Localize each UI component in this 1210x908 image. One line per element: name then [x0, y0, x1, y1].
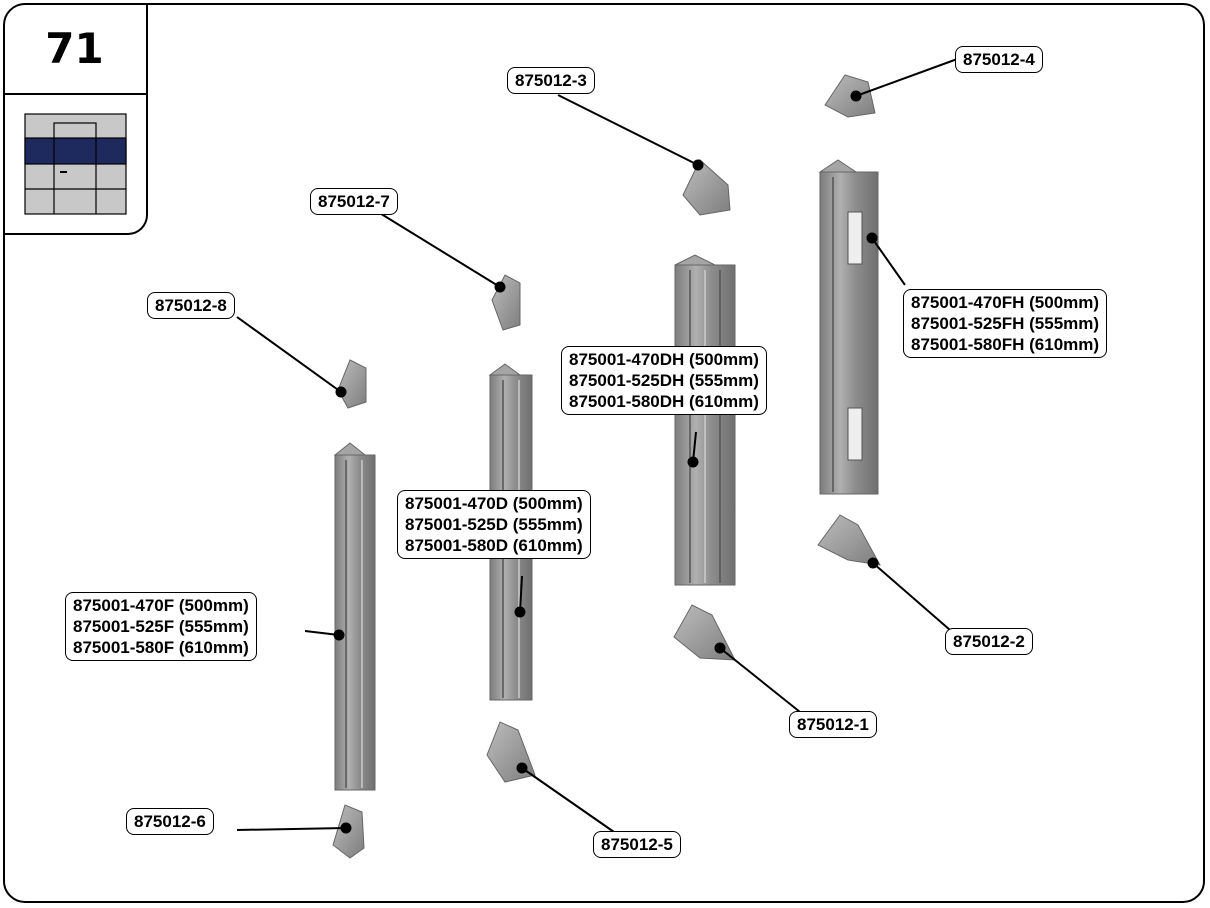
- rail-fh: [818, 159, 879, 495]
- label-rail-dh-1: 875001-470DH (500mm): [569, 350, 759, 369]
- label-875012-3: 875012-3: [507, 67, 595, 94]
- label-875012-2: 875012-2: [945, 628, 1033, 655]
- clip-875012-3: [682, 159, 731, 216]
- label-rail-fh: 875001-470FH (500mm) 875001-525FH (555mm…: [903, 289, 1108, 358]
- label-rail-f: 875001-470F (500mm) 875001-525F (555mm) …: [65, 592, 257, 661]
- label-rail-d-3: 875001-580D (610mm): [405, 536, 583, 555]
- cabinet-grid-icon: [24, 113, 127, 215]
- label-rail-d: 875001-470D (500mm) 875001-525D (555mm) …: [397, 490, 591, 559]
- label-rail-dh: 875001-470DH (500mm) 875001-525DH (555mm…: [561, 346, 767, 415]
- label-rail-f-2: 875001-525F (555mm): [73, 617, 249, 636]
- clip-875012-2: [817, 514, 881, 566]
- label-rail-d-1: 875001-470D (500mm): [405, 494, 583, 513]
- label-875012-5: 875012-5: [593, 831, 681, 858]
- rail-f: [333, 442, 376, 791]
- label-rail-f-1: 875001-470F (500mm): [73, 596, 249, 615]
- label-rail-fh-2: 875001-525FH (555mm): [911, 314, 1100, 333]
- label-rail-fh-1: 875001-470FH (500mm): [911, 293, 1100, 312]
- label-875012-4: 875012-4: [955, 46, 1043, 73]
- label-875012-1: 875012-1: [789, 711, 877, 738]
- clip-875012-4: [824, 74, 876, 118]
- step-panel: 71: [3, 3, 148, 235]
- label-875012-8: 875012-8: [147, 292, 235, 319]
- clip-875012-8: [337, 359, 367, 409]
- leader-lines: [236, 57, 961, 834]
- label-875012-6: 875012-6: [126, 808, 214, 835]
- label-rail-fh-3: 875001-580FH (610mm): [911, 335, 1100, 354]
- label-rail-dh-2: 875001-525DH (555mm): [569, 371, 759, 390]
- label-rail-f-3: 875001-580F (610mm): [73, 638, 249, 657]
- diagram-frame: [3, 3, 1205, 903]
- label-875012-7: 875012-7: [310, 188, 398, 215]
- rail-dh: [674, 254, 736, 586]
- step-number: 71: [3, 3, 146, 95]
- label-rail-d-2: 875001-525D (555mm): [405, 515, 583, 534]
- label-rail-dh-3: 875001-580DH (610mm): [569, 392, 759, 411]
